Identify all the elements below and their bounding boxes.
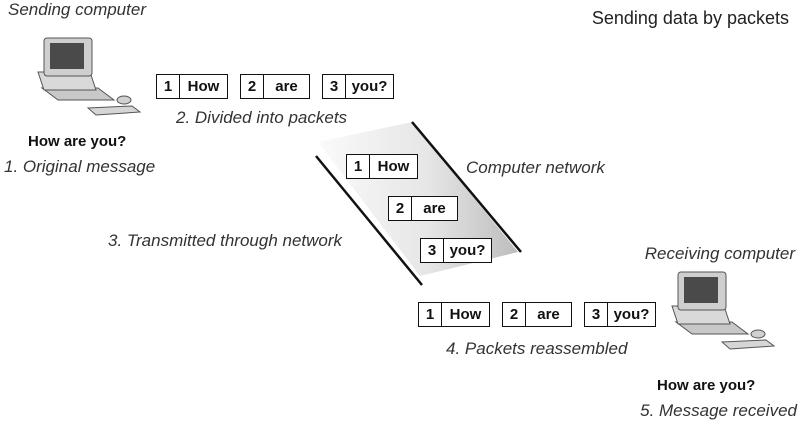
- step-divided-into-packets: 2. Divided into packets: [176, 108, 348, 127]
- network-boundary-lower: [315, 155, 423, 286]
- packet-reassembled-1: 1 How: [418, 302, 490, 327]
- computer-network-label: Computer network: [466, 158, 605, 177]
- packet-number: 1: [419, 303, 442, 326]
- packet-number: 1: [347, 155, 370, 178]
- packet-number: 3: [585, 303, 608, 326]
- packet-divided-2: 2 are: [240, 74, 310, 99]
- packet-number: 2: [503, 303, 526, 326]
- step-message-received: 5. Message received: [640, 401, 797, 420]
- sending-computer-icon: [37, 37, 142, 116]
- packet-number: 3: [421, 239, 444, 262]
- step-transmitted-through-network: 3. Transmitted through network: [108, 231, 343, 250]
- packet-reassembled-2: 2 are: [502, 302, 572, 327]
- network-boundary-upper: [411, 121, 522, 253]
- packet-reassembled-3: 3 you?: [584, 302, 656, 327]
- diagram-title: Sending data by packets: [591, 8, 789, 28]
- packet-network-3: 3 you?: [420, 238, 492, 263]
- sending-computer-label: Sending computer: [8, 0, 146, 19]
- packet-network-1: 1 How: [346, 154, 418, 179]
- packet-word: are: [423, 200, 446, 217]
- packet-word: How: [187, 78, 220, 95]
- packet-divided-3: 3 you?: [322, 74, 394, 99]
- original-message: How are you?: [28, 133, 127, 150]
- packet-number: 3: [323, 75, 346, 98]
- receiving-computer-icon: [671, 271, 776, 350]
- received-message: How are you?: [657, 377, 756, 394]
- packet-number: 2: [241, 75, 264, 98]
- packet-word: you?: [613, 306, 650, 323]
- packet-word: you?: [351, 78, 388, 95]
- packet-word: are: [275, 78, 298, 95]
- packet-word: How: [449, 306, 482, 323]
- step-packets-reassembled: 4. Packets reassembled: [446, 339, 628, 358]
- packet-divided-1: 1 How: [156, 74, 228, 99]
- packet-number: 2: [389, 197, 412, 220]
- packet-word: you?: [449, 242, 486, 259]
- packet-word: How: [377, 158, 410, 175]
- packet-word: are: [537, 306, 560, 323]
- packet-network-2: 2 are: [388, 196, 458, 221]
- packet-number: 1: [157, 75, 180, 98]
- receiving-computer-label: Receiving computer: [644, 244, 795, 263]
- step-original-message: 1. Original message: [4, 157, 156, 176]
